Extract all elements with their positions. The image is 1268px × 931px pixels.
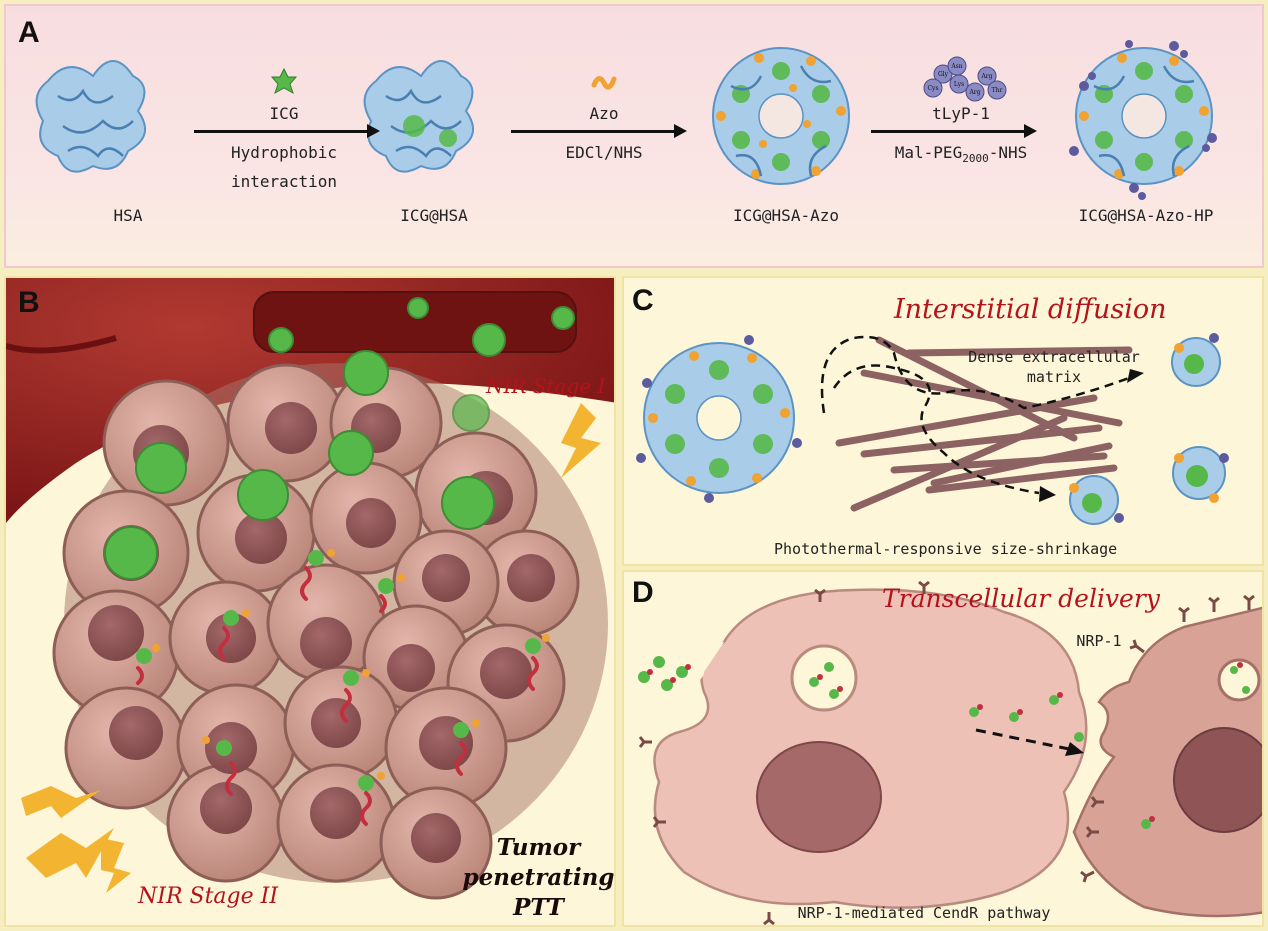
panel-a-graphics: Gly Asn Arg Cys Lys Arg Thr	[35, 40, 1217, 200]
small-particles	[136, 549, 550, 826]
nrp1-label: NRP-1	[1076, 632, 1122, 650]
panel-d: D Transcellular delivery NRP-1 NRP-1-med…	[622, 570, 1264, 927]
endosome-left	[790, 644, 858, 712]
icg-hsa-azo-nanoparticle-icon	[712, 47, 850, 185]
nir-stage-2-label: NIR Stage II	[138, 884, 279, 909]
small-particles	[638, 656, 1250, 829]
hsa-label: HSA	[113, 206, 143, 225]
tumor-ptt-label: Tumor penetrating PTT	[461, 833, 615, 923]
diffusion-scene	[636, 333, 1229, 525]
panel-c-caption: Photothermal-responsive size-shrinkage	[774, 540, 1118, 558]
peptide-residue: Arg	[980, 73, 992, 80]
edcl-nhs-label: EDCl/NHS	[565, 143, 643, 162]
peptide-residue: Lys	[954, 81, 964, 88]
icg-hsa-azo-hp-label: ICG@HSA-Azo-HP	[1078, 206, 1214, 225]
icg-hsa-azo-hp-nanoparticle-icon	[1069, 40, 1217, 200]
hydrophobic-label: Hydrophobic	[231, 143, 337, 162]
panel-c-title: Interstitial diffusion	[894, 294, 1167, 325]
mal-peg-prefix: Mal-PEG	[894, 143, 963, 162]
right-cell	[1072, 606, 1262, 918]
matrix-label-line1: Dense extracellular	[968, 348, 1140, 366]
icg-reagent-label: ICG	[269, 104, 299, 123]
icg-hsa-protein-icon	[363, 60, 475, 173]
panel-a: A	[4, 4, 1264, 268]
tumor-label-line2: penetrating	[462, 864, 615, 891]
reaction-arrow-1	[194, 124, 380, 138]
arrow-head	[1039, 486, 1056, 502]
panel-d-caption: NRP-1-mediated CendR pathway	[797, 904, 1051, 922]
tlyp1-reagent-label: tLyP-1	[932, 104, 990, 123]
panel-c-label: C	[632, 284, 654, 317]
icg-molecule-icon	[270, 67, 298, 95]
matrix-label-line2: matrix	[1026, 368, 1082, 386]
peptide-residue: Gly	[938, 71, 949, 78]
hsa-protein-icon	[35, 60, 147, 173]
peptide-residue: Arg	[968, 89, 980, 96]
panel-d-label: D	[632, 576, 654, 609]
azo-reagent-label: Azo	[589, 104, 619, 123]
panel-d-title: Transcellular delivery	[882, 584, 1160, 613]
mal-peg-subscript: 2000	[962, 152, 989, 166]
mal-peg-suffix: -NHS	[988, 143, 1028, 162]
nir-stage-1-label: NIR Stage I	[486, 374, 606, 398]
peptide-residue: Asn	[950, 63, 962, 70]
reaction-arrow-2	[511, 124, 687, 138]
right-cell-nucleus	[1173, 727, 1262, 833]
arrow-head	[1127, 369, 1144, 383]
tumor-label-line3: PTT	[513, 894, 564, 921]
tumor-scene	[6, 278, 614, 900]
diffusion-paths	[820, 335, 1130, 495]
panel-b-label: B	[18, 286, 40, 319]
peptide-residue: Thr	[992, 87, 1003, 94]
panel-c: C Interstitial diffusion Dense extracell…	[622, 276, 1264, 566]
tlyp1-peptide-icon: Gly Asn Arg Cys Lys Arg Thr	[923, 56, 1007, 102]
nanoparticles	[104, 297, 575, 580]
panel-a-label: A	[18, 16, 40, 49]
left-cell-nucleus	[756, 741, 882, 853]
icg-hsa-azo-label: ICG@HSA-Azo	[733, 206, 839, 225]
azo-molecule-icon	[591, 76, 617, 90]
lightning-icon	[21, 403, 601, 893]
nrp1-receptors	[638, 580, 1255, 925]
transcellular-scene	[638, 580, 1262, 925]
tumor-label-line1: Tumor	[496, 834, 581, 861]
peptide-residue: Cys	[927, 85, 938, 92]
interaction-label: interaction	[231, 172, 337, 191]
large-nanoparticle-icon	[636, 335, 802, 503]
arrow-head	[1065, 742, 1084, 756]
reaction-arrow-3	[871, 124, 1037, 138]
small-particles	[1069, 333, 1229, 525]
left-cell	[653, 588, 1088, 909]
panel-b: B NIR Stage I NIR Stage II Tumor penetra…	[4, 276, 616, 927]
mal-peg-label: Mal-PEG2000-NHS	[876, 143, 1046, 165]
icg-hsa-label: ICG@HSA	[400, 206, 468, 225]
